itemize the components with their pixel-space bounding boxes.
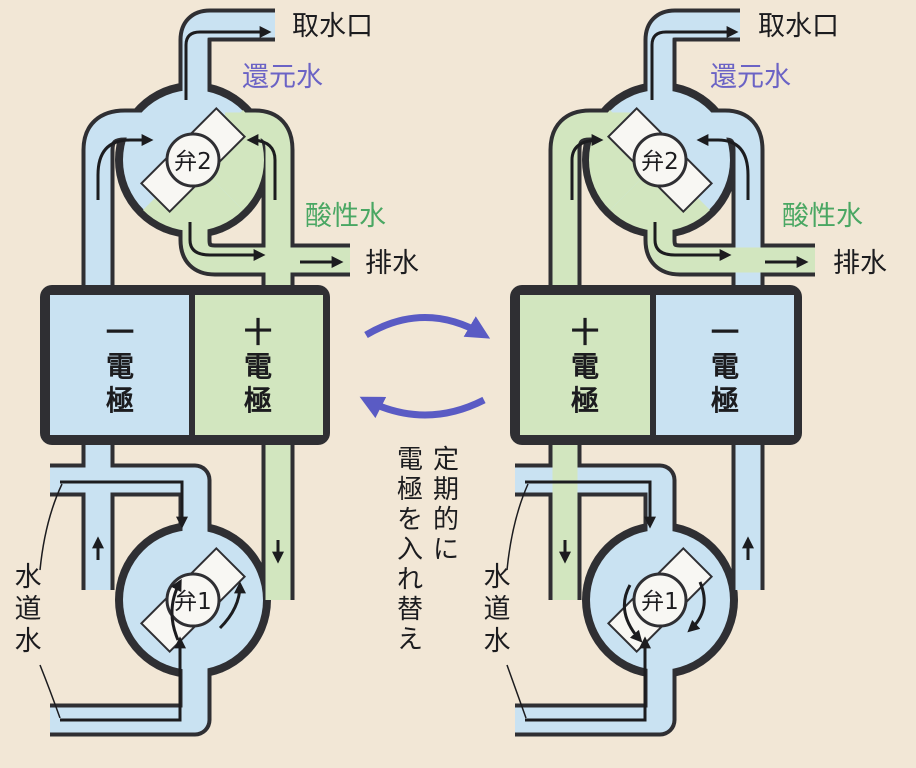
negative-electrode-chamber-right [656,295,794,435]
reduced-water-label: 還元水 [242,62,323,93]
svg-text:水: 水 [15,626,42,657]
svg-text:電: 電 [711,350,739,383]
positive-electrode-label-right: 十 電 極 [571,316,599,417]
valve2-label: 弁2 [174,149,212,175]
svg-text:を: を [397,505,423,535]
intake-label: 取水口 [292,11,373,42]
valve2-label-right: 弁2 [641,149,679,175]
reduced-water-label-right: 還元水 [710,62,791,93]
negative-electrode-chamber [50,295,190,435]
swap-indicator: 定 期 的 に 電 極 を 入 れ 替 え [359,314,491,655]
svg-text:電: 電 [571,350,599,383]
positive-electrode-label: 十 電 極 [244,316,272,417]
flow-arrows-right [525,26,809,722]
svg-text:替: 替 [397,595,423,625]
svg-text:電: 電 [397,445,423,475]
flow-arrows [60,26,344,722]
svg-text:十: 十 [244,316,272,349]
svg-text:一: 一 [106,316,134,349]
drain-label-right: 排水 [833,248,887,279]
svg-text:水: 水 [15,562,42,593]
svg-text:的: 的 [433,505,459,535]
swap-note: 定 期 的 に 電 極 を 入 れ 替 え [397,445,459,655]
svg-text:極: 極 [571,384,599,417]
valve1-label: 弁1 [174,589,212,615]
tap-water-leader [39,664,61,719]
drain-label: 排水 [365,248,419,279]
svg-text:電: 電 [244,350,272,383]
svg-text:水: 水 [484,562,511,593]
tap-water-leader-right [506,664,527,719]
svg-text:れ: れ [397,565,423,595]
swap-arrow-right [364,314,491,339]
svg-text:極: 極 [106,384,134,417]
svg-text:定: 定 [433,445,459,475]
svg-text:に: に [433,535,459,565]
valve2-disc [139,106,247,214]
svg-text:道: 道 [484,594,511,625]
valve1-label-right: 弁1 [641,589,679,615]
svg-text:入: 入 [397,535,423,565]
svg-text:期: 期 [433,475,459,505]
svg-text:一: 一 [711,316,739,349]
valve2-disc-right [606,106,714,214]
positive-electrode-chamber [195,295,323,435]
positive-electrode-chamber-right [520,295,650,435]
svg-text:水: 水 [484,626,511,657]
left-panel: 取水口 還元水 酸性水 排水 一 電 極 十 電 極 弁2 弁1 水 道 水 [15,8,419,737]
negative-electrode-label-right: 一 電 極 [711,316,739,417]
svg-text:極: 極 [244,384,272,417]
svg-text:え: え [397,625,423,655]
svg-text:十: 十 [571,316,599,349]
acidic-water-label-right: 酸性水 [782,201,863,232]
swap-arrow-left [359,396,486,419]
tap-water-label: 水 道 水 [15,562,42,657]
acidic-water-label: 酸性水 [305,201,386,232]
intake-label-right: 取水口 [758,11,839,42]
svg-text:道: 道 [15,594,42,625]
negative-electrode-label: 一 電 極 [106,316,134,417]
right-panel: 取水口 還元水 酸性水 排水 十 電 極 一 電 極 弁2 弁1 水 道 水 [484,8,887,737]
svg-text:極: 極 [711,384,739,417]
svg-text:極: 極 [397,475,423,505]
tap-water-label-right: 水 道 水 [484,562,511,657]
svg-text:電: 電 [106,350,134,383]
valve1-disc-right [606,546,714,654]
